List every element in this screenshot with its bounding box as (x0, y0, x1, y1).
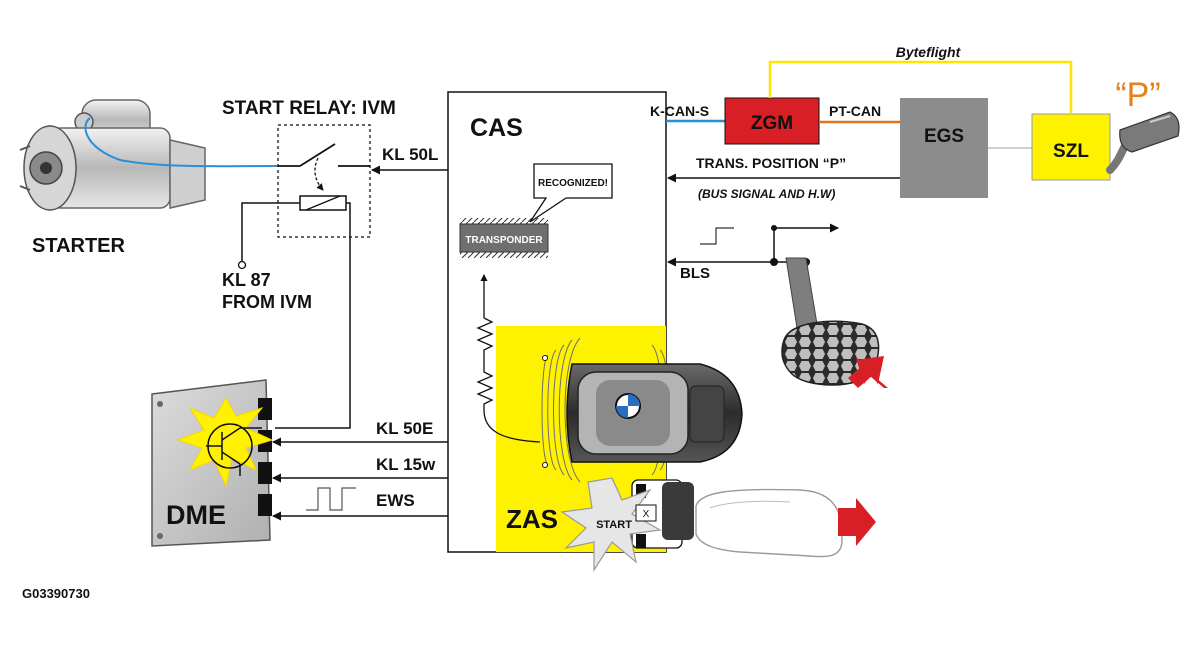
kl87-source-label: FROM IVM (222, 292, 312, 312)
starter-wire (84, 117, 279, 168)
gear-selector-icon (1106, 111, 1180, 174)
kl87-label: KL 87 (222, 270, 271, 290)
dme-label: DME (166, 500, 226, 530)
press-arrow-start-icon (838, 498, 876, 546)
ptcan-label: PT-CAN (829, 103, 881, 119)
szl-label: SZL (1053, 141, 1089, 162)
finger-icon (695, 488, 843, 558)
starter-label: STARTER (32, 235, 126, 257)
kl15w-label: KL 15w (376, 455, 436, 474)
start-label: START (596, 519, 632, 531)
start-relay-box (277, 124, 371, 238)
egs-module (900, 98, 988, 198)
kcans-label: K-CAN-S (650, 103, 709, 119)
key-fob-icon (566, 363, 743, 463)
start-burst-icon (560, 477, 662, 573)
x-mark-label: X (643, 509, 650, 520)
starter-motor-icon (19, 99, 206, 211)
kl50e-label: KL 50E (376, 419, 433, 438)
byteflight-wire (768, 60, 1073, 114)
recognized-callout (529, 163, 613, 223)
zas-label: ZAS (506, 504, 558, 534)
egs-label: EGS (924, 126, 964, 147)
relay-switch-icon (278, 143, 370, 191)
bls-step-icon (700, 227, 734, 245)
figure-id: G03390730 (22, 586, 90, 601)
zgm-label: ZGM (751, 113, 793, 134)
ews-label: EWS (376, 491, 415, 510)
transistor-icon (206, 423, 262, 476)
brake-pedal-icon (781, 257, 880, 386)
transponder-chip (459, 218, 549, 258)
kl50l-label: KL 50L (382, 145, 438, 164)
transponder-label: TRANSPONDER (465, 235, 543, 246)
ews-pulse-icon (306, 487, 356, 511)
dme-burst-icon (176, 397, 274, 488)
szl-module (1031, 113, 1111, 181)
recognized-label: RECOGNIZED! (538, 178, 608, 189)
trans-position-label: TRANS. POSITION “P” (696, 155, 846, 171)
byteflight-label: Byteflight (896, 44, 962, 60)
bls-label: BLS (680, 265, 710, 282)
start-relay-label: START RELAY: IVM (222, 98, 396, 119)
p-symbol-label: “P” (1115, 76, 1160, 114)
bus-signal-label: (BUS SIGNAL AND H.W) (698, 187, 835, 201)
cas-label: CAS (470, 114, 523, 142)
